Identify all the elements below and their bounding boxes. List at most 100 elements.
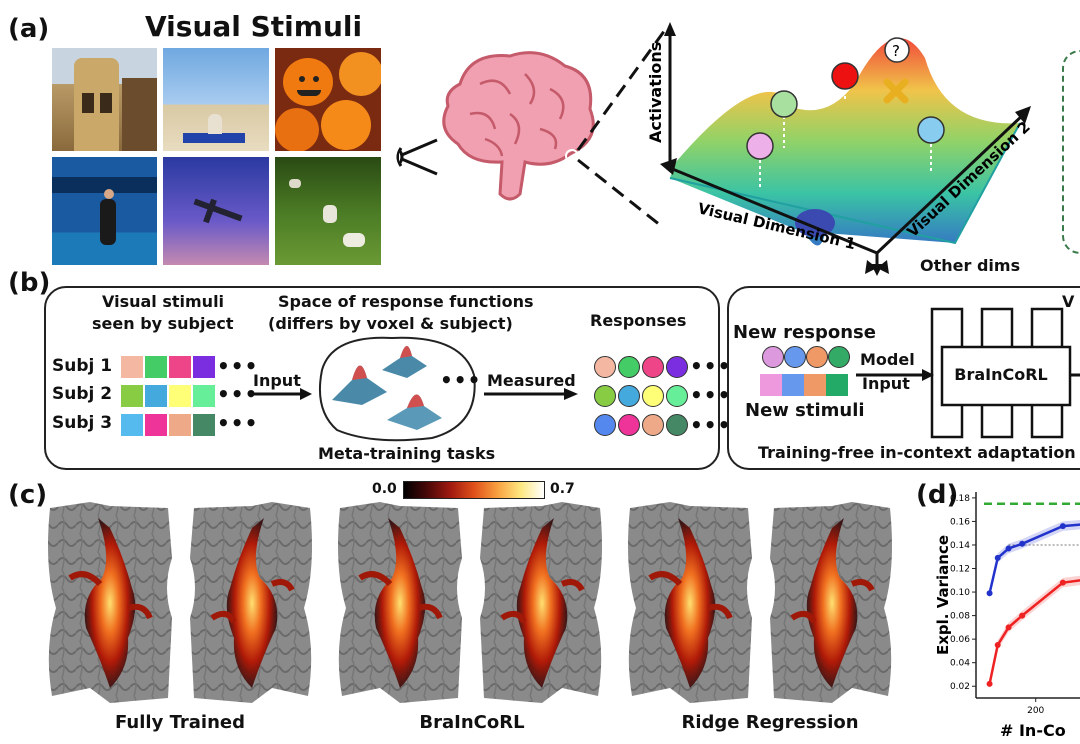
stimulus-square: [121, 385, 143, 407]
x-axis-label: # In-Co: [1000, 721, 1066, 740]
measured-arrow: [484, 388, 578, 400]
meta-training-box: [44, 286, 720, 470]
response-circle: [642, 385, 664, 407]
colorbar-max-label: 0.7: [550, 481, 575, 497]
response-circle: [666, 414, 688, 436]
response-circle: [642, 356, 664, 378]
response-circle: [594, 385, 616, 407]
y-tick-label: 0.14: [950, 541, 970, 551]
subject-label-3: Subj 3: [52, 413, 113, 433]
colorbar: [403, 481, 545, 499]
measured-arrow-label: Measured: [487, 371, 576, 390]
stimulus-photo-tennis: [52, 157, 157, 265]
new-stimuli-label: New stimuli: [745, 400, 865, 421]
response-circle: [594, 356, 616, 378]
voxel-marker-blue: [917, 116, 945, 144]
space-ellipsis: •••: [440, 368, 482, 392]
series-point: [1059, 579, 1066, 586]
response-circle: [618, 414, 640, 436]
brain-icon: [442, 51, 595, 201]
question-mark-text: ?: [892, 42, 900, 60]
panel-label-d: (d): [916, 480, 959, 510]
responses-header: Responses: [590, 311, 687, 330]
caption-ridge-regression: Ridge Regression: [681, 712, 859, 733]
new-stimulus-square: [782, 374, 804, 396]
space-header-line2: (differs by voxel & subject): [268, 314, 513, 333]
series-point: [1005, 545, 1012, 552]
series-point: [1005, 624, 1012, 631]
stimuli-header-line2: seen by subject: [92, 314, 234, 333]
stimuli-header-line1: Visual stimuli: [102, 292, 225, 311]
space-header-line1: Space of response functions: [278, 292, 534, 311]
series-band: [989, 575, 1080, 689]
series-line: [988, 579, 1080, 685]
response-circle: [666, 356, 688, 378]
stimulus-square: [193, 356, 215, 378]
voxel-marker-green: [770, 90, 798, 118]
cut-label: V: [1062, 292, 1075, 311]
series-point: [994, 642, 1001, 649]
response-circle: [642, 414, 664, 436]
axis-activations-label: Activations: [646, 42, 665, 143]
eye-icon: [396, 138, 438, 176]
panel-label-a: (a): [8, 14, 50, 44]
response-circle: [594, 414, 616, 436]
model-input-label: Input: [862, 374, 910, 393]
adaptation-box: [727, 286, 1080, 470]
response-circle: [618, 385, 640, 407]
y-tick-label: 0.04: [950, 659, 970, 669]
axis-other-dims-label: Other dims: [920, 256, 1021, 275]
cortical-flatmaps: [48, 498, 920, 706]
stimulus-square: [193, 385, 215, 407]
y-tick-label: 0.18: [950, 494, 970, 504]
stimulus-photo-airplane: [163, 157, 269, 265]
stimulus-photo-building: [52, 48, 157, 151]
meta-training-label: Meta-training tasks: [318, 444, 496, 463]
series-point: [1019, 540, 1026, 547]
y-tick-label: 0.02: [950, 682, 970, 692]
y-tick-label: 0.10: [950, 588, 970, 598]
response-circle: [618, 356, 640, 378]
new-response-circle: [828, 346, 850, 368]
new-stimulus-square: [760, 374, 782, 396]
model-label: Model: [860, 350, 915, 369]
brainco-block-label: BraInCoRL: [954, 365, 1048, 384]
question-marker: [884, 37, 910, 63]
new-response-circle: [806, 346, 828, 368]
stim-ellipsis-3: •••: [217, 411, 259, 435]
stimulus-square: [169, 356, 191, 378]
y-axis-label: Expl. Variance: [934, 535, 952, 655]
input-arrow: [248, 388, 312, 400]
subject-label-2: Subj 2: [52, 384, 113, 404]
new-response-label: New response: [733, 322, 876, 343]
stimulus-square: [145, 356, 167, 378]
caption-braincorl: BraInCoRL: [419, 712, 525, 733]
y-tick-label: 0.16: [950, 517, 970, 527]
stimulus-square: [121, 356, 143, 378]
stimulus-square: [145, 385, 167, 407]
series-band: [989, 519, 1080, 598]
stimulus-square: [145, 414, 167, 436]
stim-ellipsis-1: •••: [217, 354, 259, 378]
resp-ellipsis-3: •••: [690, 413, 732, 437]
voxel-marker-red: [831, 62, 859, 90]
x-tick-label: 200: [1027, 706, 1044, 716]
visual-stimuli-title: Visual Stimuli: [145, 10, 363, 43]
y-tick-label: 0.08: [950, 612, 970, 622]
panel-label-c: (c): [8, 480, 48, 510]
new-stimulus-square: [804, 374, 826, 396]
response-function-space: [318, 336, 476, 442]
zoom-dashed-lines: [576, 29, 667, 227]
stimulus-square: [169, 414, 191, 436]
cross-marker-icon: [883, 78, 909, 104]
y-tick-label: 0.06: [950, 635, 970, 645]
new-response-circle: [762, 346, 784, 368]
series-point: [1059, 523, 1066, 530]
caption-fully-trained: Fully Trained: [115, 712, 245, 733]
activation-landscape: Activations Visual Dimension 1 Visual Di…: [646, 22, 1034, 276]
series-point: [986, 680, 993, 687]
cut-off-legend-box: [1062, 50, 1080, 254]
resp-ellipsis-1: •••: [690, 354, 732, 378]
model-input-arrow: [856, 369, 934, 381]
colorbar-min-label: 0.0: [372, 481, 397, 497]
